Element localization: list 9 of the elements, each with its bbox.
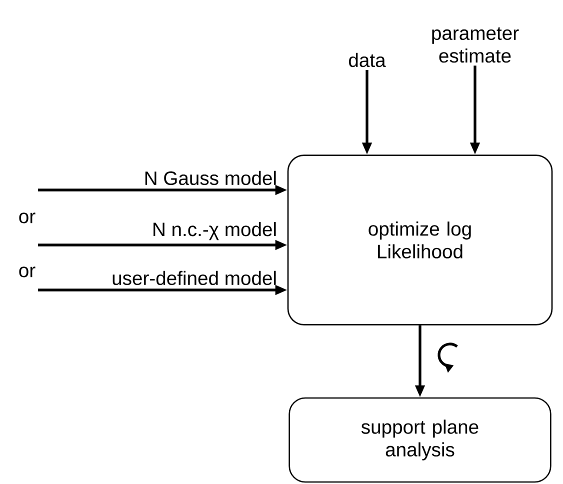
or-label: or [19, 212, 36, 224]
edge-label: N Gauss model [145, 170, 276, 186]
input-label: data [349, 52, 386, 68]
edge-label: user-defined model [112, 270, 276, 286]
process-box: support plane analysis [288, 397, 552, 483]
or-label: or [19, 266, 36, 278]
input-label: parameter estimate [432, 27, 519, 63]
process-box: optimize log Likelihood [287, 154, 553, 326]
edge-label: N n.c.-χ model [154, 222, 276, 240]
